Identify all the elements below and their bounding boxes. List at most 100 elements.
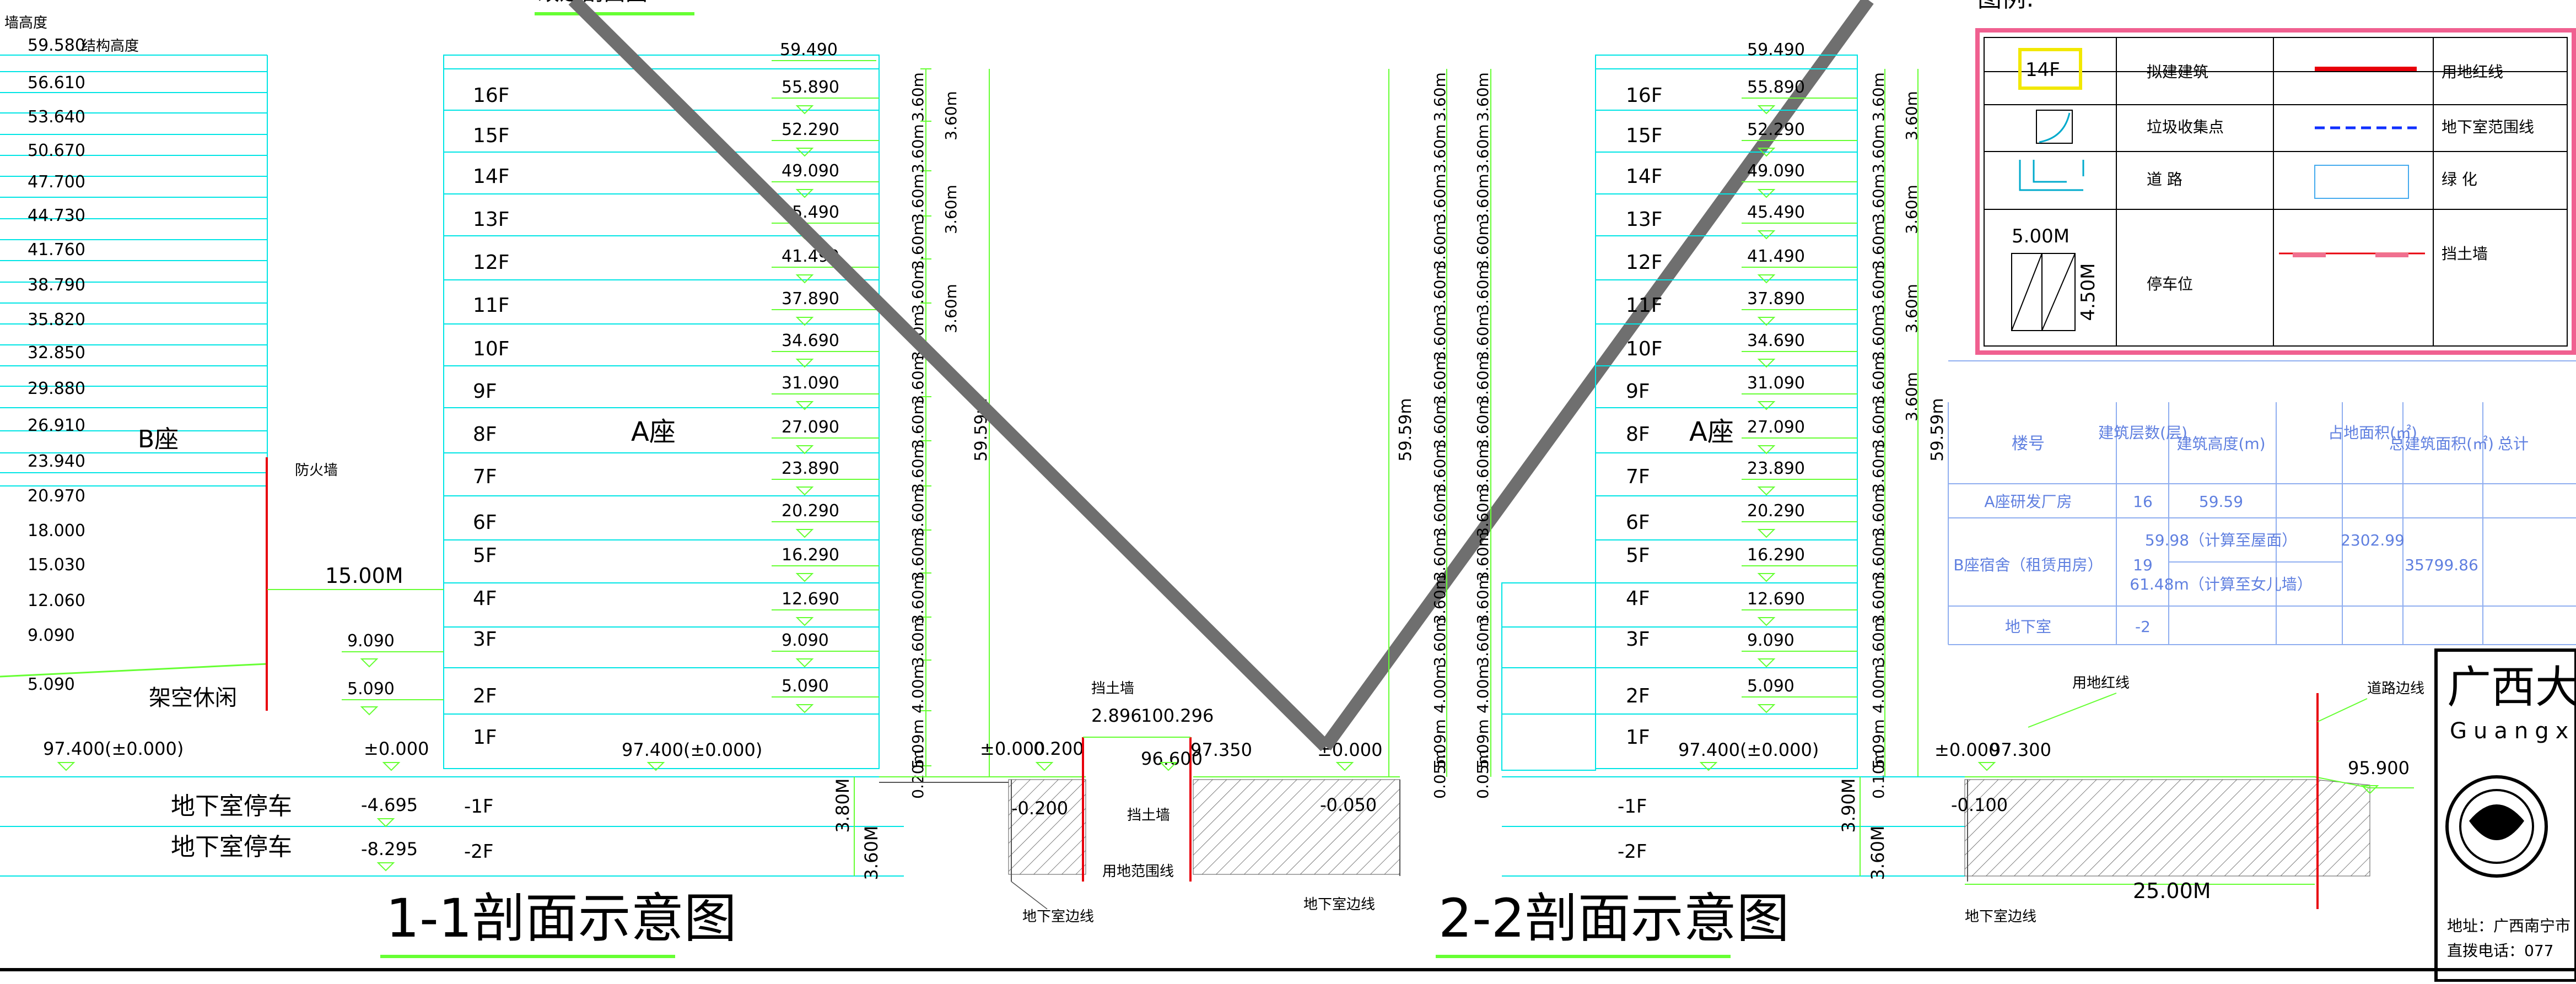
section-cut-line-left — [568, 0, 1330, 751]
s2-right-floor-height-2: 3.60m — [1903, 185, 1921, 234]
b-block-elevation: 35.820 — [28, 310, 85, 329]
table-row-name: A座研发厂房 — [1984, 493, 2072, 511]
s2-elevation-marker — [1757, 230, 1776, 240]
s2-a-block-elevation: 23.890 — [1747, 459, 1805, 478]
a-block-floor-number: 3F — [473, 628, 497, 651]
table-footprint: 2302.99 — [2341, 531, 2405, 549]
s2-a-block-label: A座 — [1689, 417, 1734, 447]
s2-a-block-floor-number: 7F — [1626, 466, 1650, 488]
s2-left-floor-height-2: 3.60m — [1474, 617, 1492, 667]
b-block-elevation: 5.090 — [28, 675, 75, 694]
s2-left-floor-height-2: 3.60m — [1474, 174, 1492, 223]
b-block-elevation: 18.000 — [28, 521, 85, 540]
s2-red-line-label: 用地红线 — [2072, 675, 2130, 691]
a-block-elevation-marker — [795, 105, 814, 115]
table-row-floors: 16 — [2133, 493, 2153, 511]
s2-basement-b2: -2F — [1618, 841, 1647, 863]
s2-left-floor-height-2: 3.60m — [1474, 575, 1492, 624]
s2-right-floor-height: 3.60m — [1869, 220, 1888, 270]
s2-elevation-marker — [1757, 359, 1776, 368]
s2-right-floor-height-2: 3.60m — [1903, 284, 1921, 333]
table-row-name: B座宿舍（租赁用房） — [1953, 556, 2103, 574]
a-block-elevation-marker — [795, 445, 814, 455]
gap-elevation-upper: 9.090 — [347, 631, 395, 651]
b-block-top-note: 结构高度 — [82, 38, 139, 55]
s2-left-floor-height-2: 3.60m — [1474, 444, 1492, 493]
gap-zero-marker — [382, 762, 401, 771]
s2-right-floor-height: 3.60m — [1869, 617, 1888, 667]
b-block-elevation: 47.700 — [28, 172, 85, 192]
gap-marker — [360, 658, 379, 668]
basement-b2-label: 地下室停车 — [171, 833, 292, 861]
a-block-floor-height: 3.60m — [909, 532, 927, 581]
s2-site-marker — [1977, 762, 1996, 771]
section-cut-line-right — [1320, 0, 1874, 751]
legend-frame — [1975, 28, 2576, 355]
s2-a-block-floor-number: 10F — [1626, 338, 1663, 360]
a-block-elevation: 31.090 — [782, 374, 839, 393]
s2-left-floor-height-2: 3.60m — [1474, 488, 1492, 537]
a-block-elevation: 9.090 — [782, 631, 829, 650]
line — [2317, 698, 2368, 722]
s2-elevation-marker — [1757, 317, 1776, 326]
a-block-elevation-marker — [795, 317, 814, 326]
legend-building-symbol — [2018, 48, 2082, 90]
a-block-floor-height: 4.00m — [909, 664, 927, 713]
legend-basement-line-label: 地下室范围线 — [2442, 118, 2534, 136]
gap-elevation-mid: 5.090 — [347, 679, 395, 699]
b-block-elevation: 15.030 — [28, 555, 85, 575]
s2-a-block-outline — [1595, 55, 1858, 769]
a-block-floor-height-secondary: 3.60m — [942, 91, 960, 140]
site-elev-neg-0050: -0.050 — [1320, 794, 1377, 815]
s2-left-floor-height: 3.60m — [1431, 311, 1449, 361]
a-block-elevation-marker — [795, 658, 814, 668]
a-block-floor-number: 11F — [473, 294, 510, 317]
s2-a-block-elevation: 41.490 — [1747, 247, 1805, 266]
basement-b1-floor: -1F — [464, 796, 493, 818]
s2-distance: 25.00M — [2133, 879, 2211, 903]
s2-left-floor-height: 3.60m — [1431, 264, 1449, 314]
a-block-elevation: 49.090 — [782, 161, 839, 181]
site-elev-97350: 97.350 — [1190, 739, 1252, 760]
firewall-label: 防火墙 — [295, 462, 338, 479]
s2-left-floor-height: 0.05m — [1431, 749, 1449, 799]
s2-elevation-marker — [1757, 704, 1776, 713]
basement-edge-label: 地下室边线 — [1022, 909, 1094, 925]
basement-b1-elevation: -4.695 — [361, 794, 418, 815]
gap-zero-elevation: ±0.000 — [364, 738, 429, 759]
s2-right-floor-height-2: 3.60m — [1903, 91, 1921, 140]
legend-garbage-curve — [2039, 112, 2071, 143]
s2-right-floor-height: 0.10m — [1869, 749, 1888, 799]
table-row-name: 地下室 — [2005, 618, 2051, 636]
b-block-height-note: 墙高度 — [4, 15, 47, 31]
b-block-ground-marker — [57, 762, 76, 771]
table-header-total: 总计 — [2498, 435, 2529, 453]
a-block-elevation-marker — [795, 529, 814, 538]
a-block-elevation: 55.890 — [782, 78, 839, 97]
s2-ground-marker — [1699, 762, 1718, 771]
s2-right-floor-height: 4.00m — [1869, 664, 1888, 713]
s2-podium-outline — [1501, 582, 1596, 771]
s2-elevation-marker — [1757, 573, 1776, 582]
s2-a-block-elevation: 16.290 — [1747, 545, 1805, 565]
s2-left-floor-height: 3.60m — [1431, 355, 1449, 405]
s2-elevation-marker — [1757, 486, 1776, 496]
retaining-wall-hatch — [1008, 779, 1086, 875]
legend-retaining-label: 挡土墙 — [2442, 245, 2488, 263]
a-block-top-elevation: 59.490 — [780, 40, 838, 60]
table-total-area: 35799.86 — [2405, 556, 2478, 574]
table-header-name: 楼号 — [2012, 434, 2045, 453]
university-seal-emblem — [2469, 804, 2524, 840]
s2-right-total-height: 59.59m — [1928, 398, 1947, 461]
a-block-floor-height: 3.60m — [909, 444, 927, 493]
s2-left-floor-height: 4.00m — [1431, 664, 1449, 713]
a-block-floor-height: 3.60m — [909, 72, 927, 122]
s2-a-block-elevation: 52.290 — [1747, 120, 1805, 139]
s2-basement-h1: 3.90M — [1838, 778, 1859, 833]
b-block-elevation: 9.090 — [28, 626, 75, 645]
legend-parking-width: 5.00M — [2012, 225, 2070, 247]
b-block-elevation: 29.880 — [28, 379, 85, 398]
a-block-elevation-marker — [795, 617, 814, 626]
legend-parking-height: 4.50M — [2077, 263, 2099, 321]
